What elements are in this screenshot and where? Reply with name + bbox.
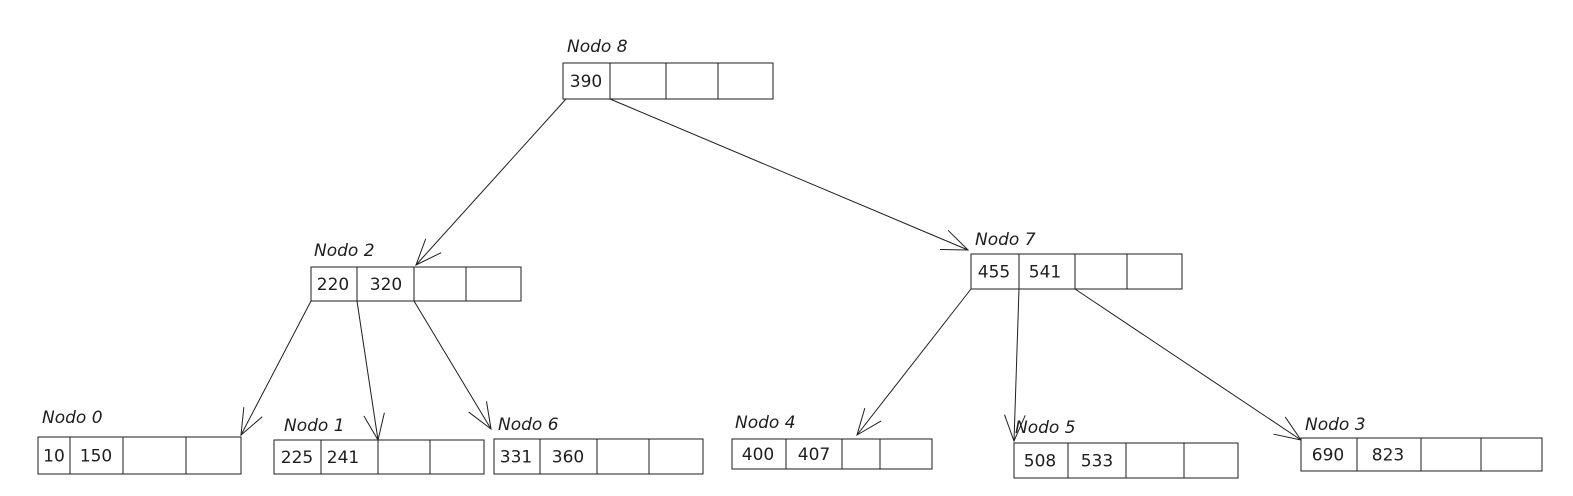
- edge-line: [240, 300, 312, 436]
- node-key: 533: [1081, 452, 1113, 472]
- node-title: Nodo 4: [735, 413, 796, 433]
- node-key: 455: [978, 263, 1010, 283]
- node-key: 508: [1024, 452, 1056, 472]
- node-key: 150: [80, 447, 112, 467]
- node-box: [37, 436, 242, 475]
- node-box: [970, 253, 1183, 290]
- edge-nodo-2-to-nodo-0: [240, 300, 312, 437]
- arrowhead-icon: [1004, 414, 1026, 443]
- nodo-0: Nodo 0 10 150: [37, 408, 242, 475]
- node-key: 541: [1029, 263, 1061, 283]
- edges-layer: [240, 98, 1303, 443]
- node-title: Nodo 2: [314, 241, 375, 261]
- nodo-3: Nodo 3 690 823: [1300, 415, 1543, 472]
- arrowhead-icon: [1273, 416, 1303, 441]
- node-key: 331: [500, 448, 532, 468]
- node-title: Nodo 7: [975, 230, 1036, 250]
- arrowhead-icon: [856, 407, 882, 437]
- edge-nodo-7-to-nodo-5: [1004, 288, 1026, 443]
- arrowhead-icon: [415, 238, 442, 267]
- node-key: 320: [370, 275, 402, 295]
- node-key: 360: [552, 448, 584, 468]
- node-box: [731, 438, 933, 470]
- nodo-4: Nodo 4 400 407: [731, 413, 933, 470]
- node-key: 690: [1312, 446, 1344, 466]
- node-key: 10: [43, 447, 65, 467]
- node-box: [273, 439, 485, 475]
- edge-nodo-8-to-nodo-2: [415, 98, 567, 267]
- node-key: 407: [798, 445, 830, 465]
- edge-nodo-2-to-nodo-6: [413, 300, 492, 431]
- node-key: 220: [317, 275, 349, 295]
- nodo-6: Nodo 6 331 360: [493, 415, 704, 475]
- nodo-2: Nodo 2 220 320: [310, 241, 522, 302]
- nodo-5: Nodo 5 508 533: [1013, 418, 1239, 479]
- edge-line: [413, 300, 492, 430]
- nodo-8: Nodo 8 390: [562, 37, 774, 100]
- node-key: 400: [742, 445, 774, 465]
- edge-line: [356, 300, 379, 441]
- node-key: 241: [327, 448, 359, 468]
- edge-nodo-7-to-nodo-4: [856, 288, 972, 437]
- node-title: Nodo 5: [1015, 418, 1076, 438]
- nodo-1: Nodo 1 225 241: [273, 416, 485, 475]
- arrowhead-icon: [939, 229, 970, 251]
- node-key: 225: [281, 448, 313, 468]
- node-title: Nodo 1: [284, 416, 345, 436]
- node-title: Nodo 0: [42, 408, 103, 428]
- node-box: [493, 438, 704, 475]
- edge-nodo-7-to-nodo-3: [1074, 288, 1303, 441]
- edge-nodo-2-to-nodo-1: [356, 300, 385, 442]
- edge-nodo-8-to-nodo-7: [609, 98, 970, 251]
- arrowhead-icon: [468, 401, 492, 431]
- node-key: 390: [570, 72, 602, 92]
- node-title: Nodo 3: [1305, 415, 1366, 435]
- node-box: [310, 266, 522, 302]
- node-title: Nodo 6: [498, 415, 559, 435]
- edge-line: [856, 288, 972, 436]
- edge-line: [609, 98, 969, 251]
- edge-line: [415, 98, 567, 266]
- edge-line: [1074, 288, 1302, 441]
- arrowhead-icon: [240, 407, 263, 437]
- edge-line: [1013, 288, 1020, 442]
- nodo-7: Nodo 7 455 541: [970, 230, 1183, 290]
- node-title: Nodo 8: [567, 37, 628, 57]
- node-box: [562, 62, 774, 100]
- node-key: 823: [1372, 446, 1404, 466]
